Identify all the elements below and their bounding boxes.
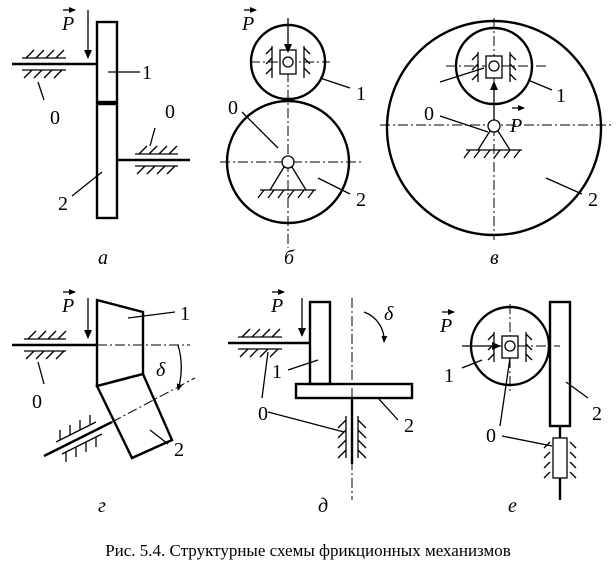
panel-g-label-2: 2 bbox=[174, 439, 184, 461]
panel-g-cone-2 bbox=[95, 372, 174, 460]
panel-e-rack-2 bbox=[548, 300, 572, 428]
panel-g-bearing-2 bbox=[55, 415, 103, 462]
panel-v-wheel-2 bbox=[385, 19, 603, 237]
panel-b-label-1: 1 bbox=[356, 83, 366, 105]
svg-text:P: P bbox=[61, 295, 74, 317]
panel-d-force-label: P bbox=[270, 289, 285, 317]
panel-a-force-label: P bbox=[61, 7, 76, 35]
panel-g-force-label: P bbox=[61, 289, 76, 317]
panel-b-diagram: P 1 0 2 б bbox=[220, 7, 366, 269]
panel-g-letter: г bbox=[98, 495, 106, 517]
panel-v-label-1: 1 bbox=[556, 85, 566, 107]
panel-e-force-label: P bbox=[439, 309, 455, 337]
panel-a-wheel-2 bbox=[95, 102, 119, 220]
panel-v-label-0: 0 bbox=[424, 103, 434, 125]
panel-b-pivot-support bbox=[257, 155, 316, 199]
panel-g-shaft-2 bbox=[43, 420, 113, 458]
panel-e-label-0: 0 bbox=[486, 425, 496, 447]
panel-v-pivot-support bbox=[463, 119, 522, 159]
panel-a-label-0-right: 0 bbox=[165, 101, 175, 123]
panel-a-label-0-left: 0 bbox=[50, 107, 60, 129]
svg-text:P: P bbox=[241, 13, 254, 35]
panel-e-diagram: P 1 0 2 е bbox=[439, 300, 602, 517]
panel-d-wheel-2 bbox=[294, 382, 414, 400]
panel-d-angle-arc bbox=[363, 311, 388, 343]
panel-g-angle-label: δ bbox=[156, 359, 166, 381]
panel-d-bearing-2 bbox=[337, 416, 367, 459]
panel-g-cone-1 bbox=[95, 298, 145, 388]
panel-b-label-2: 2 bbox=[356, 189, 366, 211]
panel-d-letter: д bbox=[318, 495, 328, 517]
svg-text:P: P bbox=[61, 13, 74, 35]
panel-v-force-label: P bbox=[509, 105, 525, 137]
panel-d-bearing-1 bbox=[238, 328, 282, 358]
panel-g-angle-arc bbox=[176, 344, 183, 391]
panel-b-force-label: P bbox=[241, 7, 257, 35]
panel-e-bearing-2 bbox=[543, 437, 577, 479]
panel-a-label-2: 2 bbox=[58, 193, 68, 215]
panel-b-wheel-2 bbox=[225, 99, 351, 225]
panel-a-bearing-right bbox=[135, 145, 178, 175]
panel-a-letter: а bbox=[98, 247, 108, 269]
panel-b-letter: б bbox=[284, 247, 295, 269]
figure-caption: Рис. 5.4. Структурные схемы фрикционных … bbox=[105, 541, 511, 560]
panel-g-label-0: 0 bbox=[32, 391, 42, 413]
svg-text:P: P bbox=[509, 115, 522, 137]
panel-a-diagram: P 1 0 0 2 а bbox=[12, 7, 190, 269]
panel-a-label-1: 1 bbox=[142, 62, 152, 84]
panel-e-label-1: 1 bbox=[444, 365, 454, 387]
panel-e-slider-1 bbox=[487, 332, 533, 362]
panel-b-slider-1 bbox=[265, 46, 311, 78]
panel-v-letter: в bbox=[490, 247, 499, 269]
panel-d-wheel-1 bbox=[308, 300, 332, 386]
svg-text:P: P bbox=[439, 315, 452, 337]
panel-v-diagram: P 1 0 2 в bbox=[380, 18, 612, 269]
svg-text:P: P bbox=[270, 295, 283, 317]
panel-a-wheel-1 bbox=[95, 20, 119, 104]
panel-g-bearing-1 bbox=[24, 330, 67, 360]
panel-e-letter: е bbox=[508, 495, 517, 517]
panel-d-angle-label: δ bbox=[384, 303, 394, 325]
panel-d-label-0: 0 bbox=[258, 403, 268, 425]
panel-a-bearing-left bbox=[22, 49, 66, 79]
panel-b-label-0: 0 bbox=[228, 97, 238, 119]
panel-d-label-1: 1 bbox=[272, 361, 282, 383]
panel-d-diagram: δ P 1 0 2 д bbox=[228, 289, 414, 517]
panel-e-label-2: 2 bbox=[592, 403, 602, 425]
panel-g-label-1: 1 bbox=[180, 303, 190, 325]
panel-v-label-2: 2 bbox=[588, 189, 598, 211]
panel-d-label-2: 2 bbox=[404, 415, 414, 437]
panel-v-slider-1 bbox=[471, 52, 517, 82]
panel-g-diagram: δ P 1 0 2 г bbox=[12, 289, 196, 517]
